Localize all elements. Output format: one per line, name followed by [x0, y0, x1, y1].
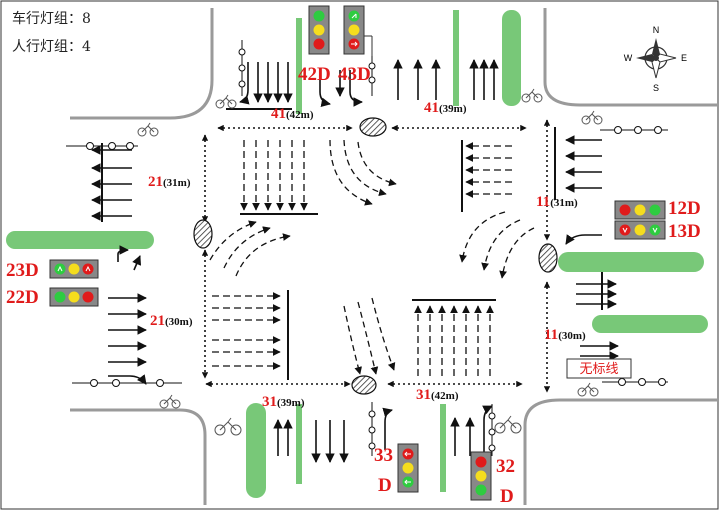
compass-e: E — [681, 53, 687, 63]
signal-33d — [397, 443, 419, 493]
green-medians — [6, 10, 708, 498]
label-12d: 12D — [668, 198, 701, 219]
label-22d: 22D — [6, 287, 39, 308]
label-33: 33 — [374, 445, 393, 466]
crossing-labels: 41(42m) 41(39m) 21(31m) 21(30m) 11(31m) … — [148, 100, 586, 410]
crossing-east2-label: 11(30m) — [544, 327, 586, 343]
signal-13d — [614, 220, 666, 240]
crosswalk-lines — [201, 119, 551, 393]
signal-22d — [49, 287, 99, 307]
crossing-west-label: 21(31m) — [148, 174, 191, 190]
no-marking-box: 无标线 — [566, 358, 632, 379]
pedestrian-signal-groups: 人行灯组：4 — [12, 39, 91, 55]
signal-heads — [49, 5, 666, 501]
label-32: 32 — [496, 456, 515, 477]
compass-s: S — [653, 83, 659, 93]
pedestrian-islands — [193, 117, 558, 395]
bike-lanes — [66, 40, 668, 456]
signal-42d — [308, 5, 330, 55]
label-13d: 13D — [668, 221, 701, 242]
crossing-east-label: 11(31m) — [536, 194, 578, 210]
curbs — [70, 8, 719, 505]
label-33-d: D — [378, 475, 392, 496]
label-23d: 23D — [6, 260, 39, 281]
compass-n: N — [653, 25, 660, 35]
compass-icon: N S E W — [624, 25, 687, 93]
signal-32d — [470, 451, 492, 501]
label-42d: 42D — [298, 64, 331, 85]
signal-43d — [343, 5, 373, 56]
label-32-d: D — [500, 486, 514, 507]
crossing-north2-label: 41(39m) — [424, 100, 467, 116]
crossing-south2-label: 31(42m) — [416, 387, 459, 403]
crossing-north-label: 41(42m) — [271, 106, 314, 122]
signal-labels: 42D 43D 12D 13D 23D 22D 33 D 32 D — [6, 64, 701, 507]
crossing-west2-label: 21(30m) — [150, 313, 193, 329]
compass-w: W — [624, 53, 633, 63]
signal-23d — [49, 259, 99, 279]
no-marking-label: 无标线 — [579, 362, 618, 377]
signal-12d — [614, 200, 666, 220]
bicycle-icons — [137, 88, 603, 436]
approach-arrows — [91, 59, 619, 463]
inner-arrows — [209, 139, 535, 376]
vehicle-signal-groups: 车行灯组：8 — [12, 11, 91, 27]
label-43d: 43D — [338, 64, 371, 85]
crossing-south-label: 31(39m) — [262, 394, 305, 410]
